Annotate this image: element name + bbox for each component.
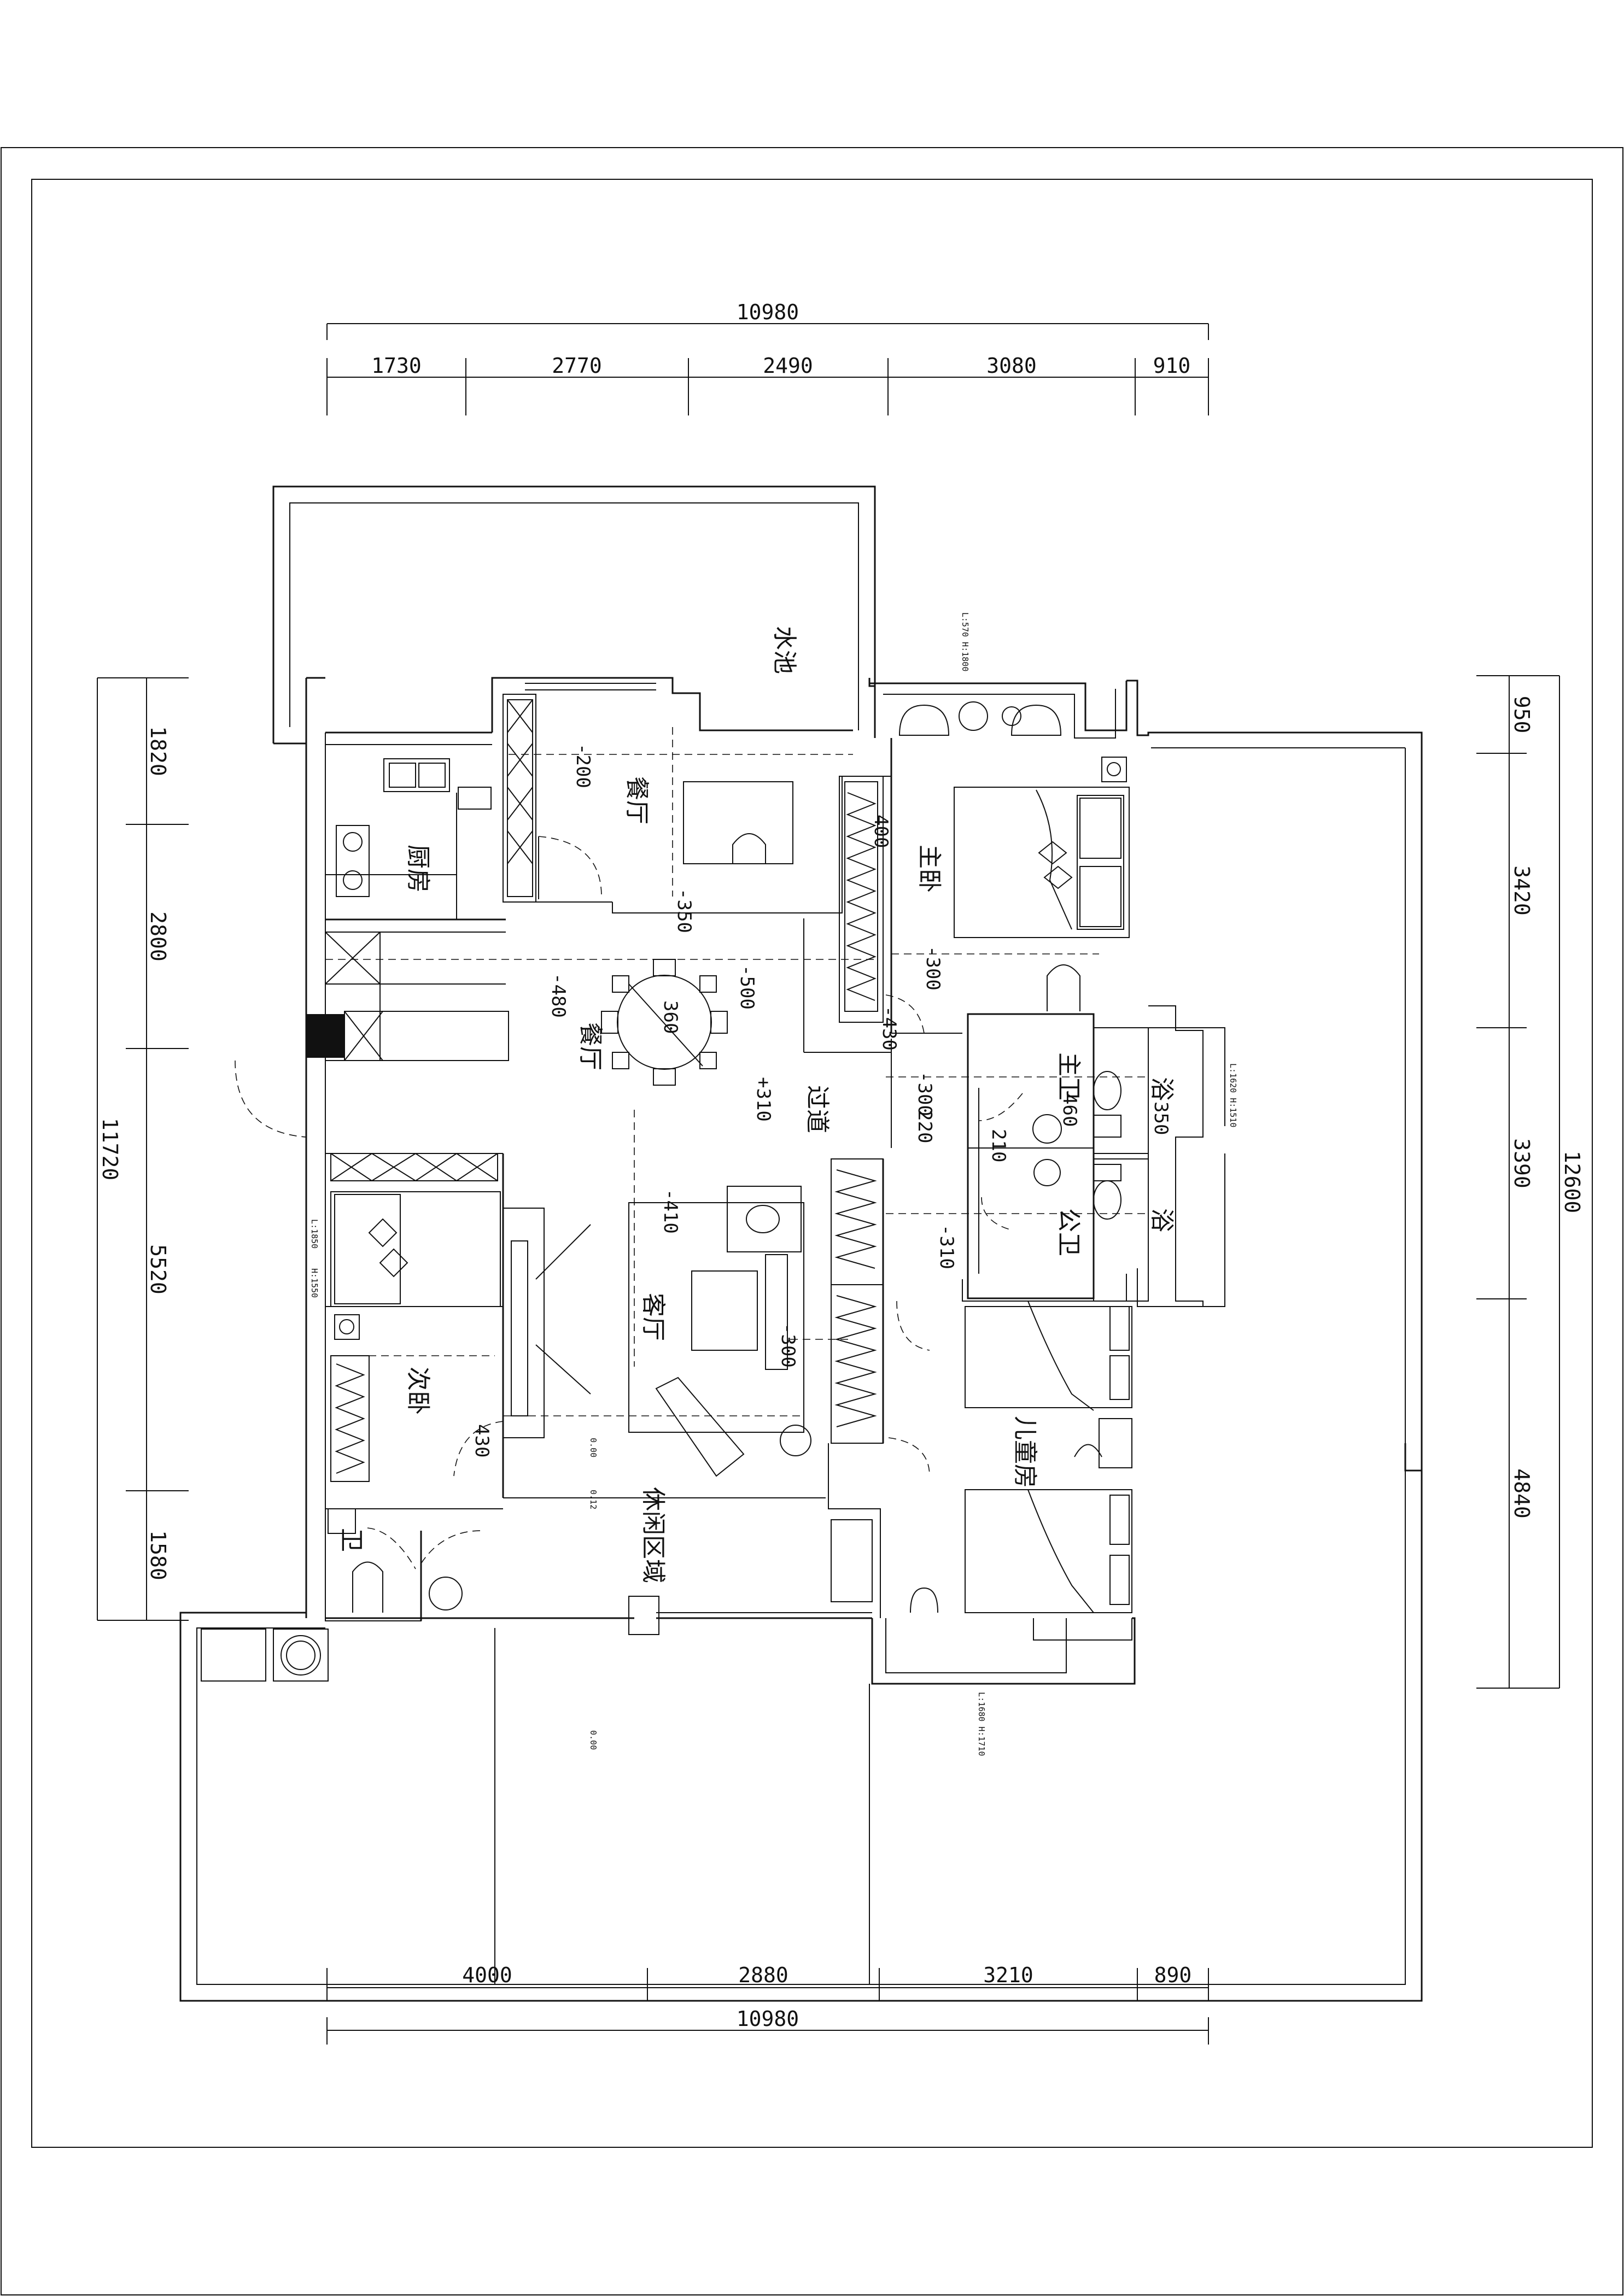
dim-bottom-seg-4: 890 bbox=[1154, 1963, 1192, 1987]
window-tag-2: L:1620 H:1510 bbox=[1228, 1063, 1238, 1127]
drawing-border bbox=[31, 179, 1593, 2148]
dim-top-seg-1: 1730 bbox=[371, 354, 422, 378]
label-leisure: 休闲区域 bbox=[639, 1487, 667, 1583]
note-430a: -430 bbox=[878, 1006, 900, 1051]
note-500: -500 bbox=[736, 965, 758, 1010]
dim-top-total: 10980 bbox=[737, 300, 799, 324]
label-kitchen: 厨房 bbox=[404, 845, 432, 893]
note-410: -410 bbox=[659, 1189, 681, 1234]
note-350b: 350 bbox=[1150, 1102, 1172, 1135]
note-000b: 0.00 bbox=[588, 1730, 598, 1750]
label-bath-upper: 浴 bbox=[1148, 1077, 1176, 1101]
note-210: 210 bbox=[988, 1129, 1009, 1162]
note-360: 360 bbox=[659, 1000, 681, 1034]
label-wc: 卫 bbox=[337, 1528, 365, 1552]
note-310b: -310 bbox=[936, 1225, 957, 1269]
note-220: 220 bbox=[914, 1110, 936, 1143]
dim-bottom-seg-1: 4000 bbox=[462, 1963, 512, 1987]
room-labels: 水池 餐厅 厨房 餐厅 主卧 主卫 浴 浴 公卫 过道 客厅 次卧 卫 休闲区域… bbox=[337, 626, 1176, 1583]
level-notes: -200 -350 400 -480 -500 360 +310 -300 -4… bbox=[471, 743, 1172, 1750]
window-tag-4: L:1850 bbox=[309, 1219, 319, 1249]
label-master-bedroom: 主卧 bbox=[915, 845, 943, 893]
furniture bbox=[328, 699, 1132, 1613]
kids-bed-1 bbox=[965, 1306, 1132, 1408]
dimensions-top: 10980 1730 2770 2490 3080 910 bbox=[326, 300, 1209, 415]
note-400: 400 bbox=[870, 815, 892, 848]
label-dining: 餐厅 bbox=[576, 1022, 604, 1070]
dim-left-seg-4: 1580 bbox=[146, 1530, 170, 1580]
note-310a: +310 bbox=[752, 1077, 774, 1122]
dim-top-seg-3: 2490 bbox=[763, 354, 813, 378]
note-300c: -300 bbox=[777, 1323, 799, 1368]
dim-bottom-seg-3: 3210 bbox=[983, 1963, 1033, 1987]
dimensions-left: 11720 1820 2800 5520 1580 bbox=[97, 677, 189, 1621]
dimensions-right: 950 3420 3390 4840 12600 bbox=[1476, 675, 1584, 1689]
label-pool: 水池 bbox=[770, 626, 798, 674]
outer-frame bbox=[1, 147, 1623, 2295]
label-master-bath: 主卫 bbox=[1055, 1052, 1083, 1100]
dim-left-seg-3: 5520 bbox=[146, 1244, 170, 1295]
coffee-table bbox=[691, 1270, 758, 1351]
label-public-wc: 公卫 bbox=[1055, 1208, 1083, 1256]
window-tag-3: L:1680 H:1710 bbox=[977, 1692, 986, 1756]
dim-left-seg-2: 2800 bbox=[146, 911, 170, 962]
window-tags: L:570 H:1800 L:1620 H:1510 L:1680 H:1710… bbox=[309, 612, 1238, 1756]
note-480: -480 bbox=[547, 973, 569, 1018]
note-300b: -300 bbox=[914, 1071, 936, 1116]
note-350: -350 bbox=[673, 888, 695, 933]
dim-right-total: 12600 bbox=[1560, 1151, 1584, 1213]
master-bed bbox=[954, 787, 1130, 938]
dimensions-bottom: 4000 2880 3210 890 10980 bbox=[326, 1963, 1209, 2045]
note-430b: 430 bbox=[471, 1424, 493, 1457]
dim-top-seg-4: 3080 bbox=[986, 354, 1037, 378]
note-460: 460 bbox=[1059, 1093, 1080, 1127]
label-living: 客厅 bbox=[639, 1293, 667, 1341]
door-swings bbox=[235, 836, 1023, 1569]
note-012: 0.12 bbox=[588, 1490, 598, 1509]
label-corridor: 过道 bbox=[803, 1085, 831, 1133]
dim-left-seg-1: 1820 bbox=[146, 726, 170, 776]
window-tag-1: L:570 H:1800 bbox=[960, 612, 970, 671]
ceiling-guides bbox=[325, 727, 1148, 1416]
dim-right-seg-4: 4840 bbox=[1510, 1468, 1534, 1519]
label-dining-upper: 餐厅 bbox=[623, 776, 651, 824]
dim-right-seg-3: 3390 bbox=[1510, 1138, 1534, 1188]
kitchen-sink bbox=[383, 758, 450, 792]
kitchen-stove bbox=[336, 825, 370, 897]
dim-bottom-seg-2: 2880 bbox=[738, 1963, 788, 1987]
dim-right-seg-1: 950 bbox=[1510, 696, 1534, 734]
dim-right-seg-2: 3420 bbox=[1510, 865, 1534, 916]
dim-top-seg-5: 910 bbox=[1153, 354, 1191, 378]
label-kids-room: 儿童房 bbox=[1011, 1416, 1039, 1488]
dim-left-total: 11720 bbox=[98, 1118, 122, 1180]
label-bath-lower: 浴 bbox=[1148, 1208, 1176, 1232]
kids-bed-2 bbox=[965, 1489, 1132, 1613]
second-bed bbox=[330, 1191, 501, 1307]
note-200: -200 bbox=[572, 743, 594, 788]
note-300a: -300 bbox=[922, 946, 944, 991]
dim-top-seg-2: 2770 bbox=[552, 354, 602, 378]
label-second-bedroom: 次卧 bbox=[404, 1367, 432, 1415]
note-000: 0.00 bbox=[588, 1438, 598, 1457]
dim-bottom-total: 10980 bbox=[737, 2007, 799, 2031]
window-tag-5: H:1550 bbox=[309, 1268, 319, 1298]
